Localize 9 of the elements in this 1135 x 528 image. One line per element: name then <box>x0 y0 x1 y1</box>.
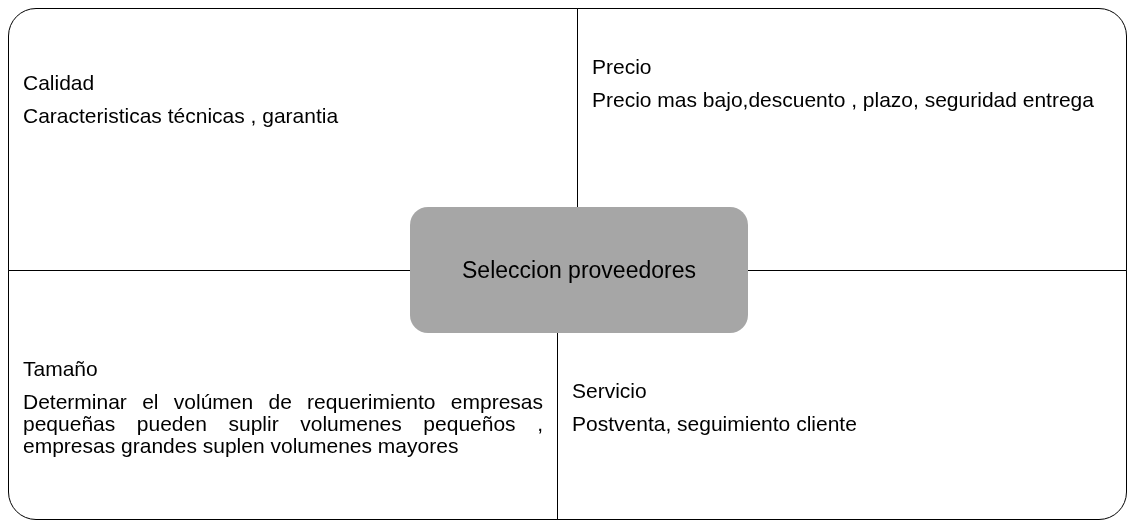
quadrant-heading: Precio <box>592 55 653 79</box>
quadrant-heading: Tamaño <box>23 357 99 381</box>
quadrant-heading: Calidad <box>23 71 96 95</box>
quadrant-text: Precio mas bajo,descuento , plazo, seguridad entrega <box>592 89 1095 112</box>
quadrant-text: Postventa, seguimiento cliente <box>572 413 858 436</box>
quadrant-heading: Servicio <box>572 379 648 403</box>
center-box: Seleccion proveedores <box>410 207 748 333</box>
quadrant-text: Determinar el volúmen de requerimiento empresas pequeñas pueden suplir volumenes pequeños , empresas grandes suplen volumenes mayores <box>23 391 543 458</box>
quadrant-text: Caracteristicas técnicas , garantia <box>23 105 340 128</box>
